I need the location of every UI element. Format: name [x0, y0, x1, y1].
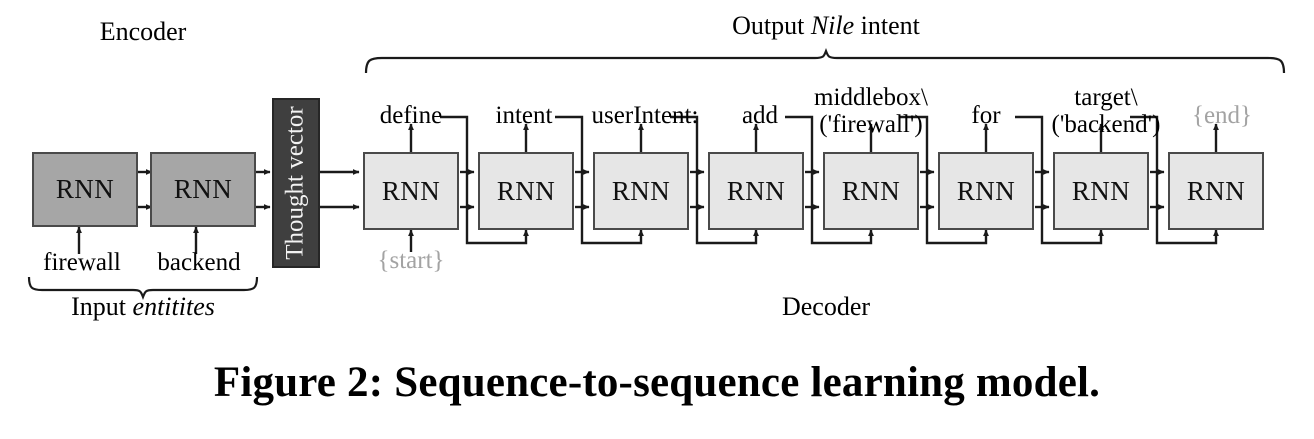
decoder-output-3: userIntent: — [591, 102, 699, 129]
encoder-cell-1: RNN — [32, 152, 138, 227]
decoder-cell-7: RNN — [1053, 152, 1149, 230]
decoder-cell-7-label: RNN — [1071, 175, 1131, 206]
input-entitites-brace-label: Input entitites — [71, 293, 215, 320]
decoder-cell-3: RNN — [593, 152, 689, 230]
input-brace-prefix: Input — [71, 292, 133, 321]
decoder-cell-2-label: RNN — [496, 175, 556, 206]
decoder-output-5-line1: middlebox\ — [814, 84, 928, 111]
decoder-heading: Decoder — [781, 292, 871, 321]
encoder-cell-2-label: RNN — [173, 174, 233, 204]
decoder-cell-2: RNN — [478, 152, 574, 230]
encoder-cell-2: RNN — [150, 152, 256, 227]
decoder-cell-5: RNN — [823, 152, 919, 230]
decoder-output-7-line2: ('backend') — [1051, 110, 1161, 138]
encoder-input-backend: backend — [157, 249, 241, 276]
encoder-cell-1-label: RNN — [55, 174, 115, 204]
decoder-cell-5-label: RNN — [841, 175, 901, 206]
thought-vector-label: Thought vector — [282, 106, 309, 260]
decoder-cell-6: RNN — [938, 152, 1034, 230]
decoder-output-7-line1: target\ — [1074, 84, 1138, 111]
encoder-heading: Encoder — [99, 17, 187, 46]
output-heading-italic: Nile — [810, 11, 855, 40]
decoder-output-6: for — [971, 102, 1001, 129]
thought-vector-box: Thought vector — [272, 98, 320, 268]
decoder-output-2: intent — [495, 102, 553, 129]
decoder-cell-4-label: RNN — [726, 175, 786, 206]
decoder-cell-1-label: RNN — [381, 175, 441, 206]
figure-caption: Figure 2: Sequence-to-sequence learning … — [213, 359, 1101, 406]
output-heading-suffix: intent — [854, 11, 920, 40]
decoder-output-7: target\ ('backend') — [1051, 84, 1161, 138]
decoder-cell-6-label: RNN — [956, 175, 1016, 206]
decoder-cell-8: RNN — [1168, 152, 1264, 230]
decoder-cell-3-label: RNN — [611, 175, 671, 206]
output-heading-prefix: Output — [732, 11, 811, 40]
decoder-cell-8-label: RNN — [1186, 175, 1246, 206]
decoder-output-5-line2: ('firewall') — [819, 110, 923, 138]
decoder-output-1: define — [379, 102, 443, 129]
decoder-input-start: {start} — [377, 247, 445, 274]
encoder-input-firewall: firewall — [43, 249, 121, 276]
decoder-output-5: middlebox\ ('firewall') — [814, 84, 928, 138]
decoder-output-4: add — [741, 102, 779, 129]
decoder-cell-4: RNN — [708, 152, 804, 230]
decoder-output-8-end: {end} — [1191, 102, 1253, 129]
input-brace-italic: entitites — [132, 292, 215, 321]
decoder-cell-1: RNN — [363, 152, 459, 230]
output-nile-intent-heading: Output Nile intent — [732, 12, 920, 39]
